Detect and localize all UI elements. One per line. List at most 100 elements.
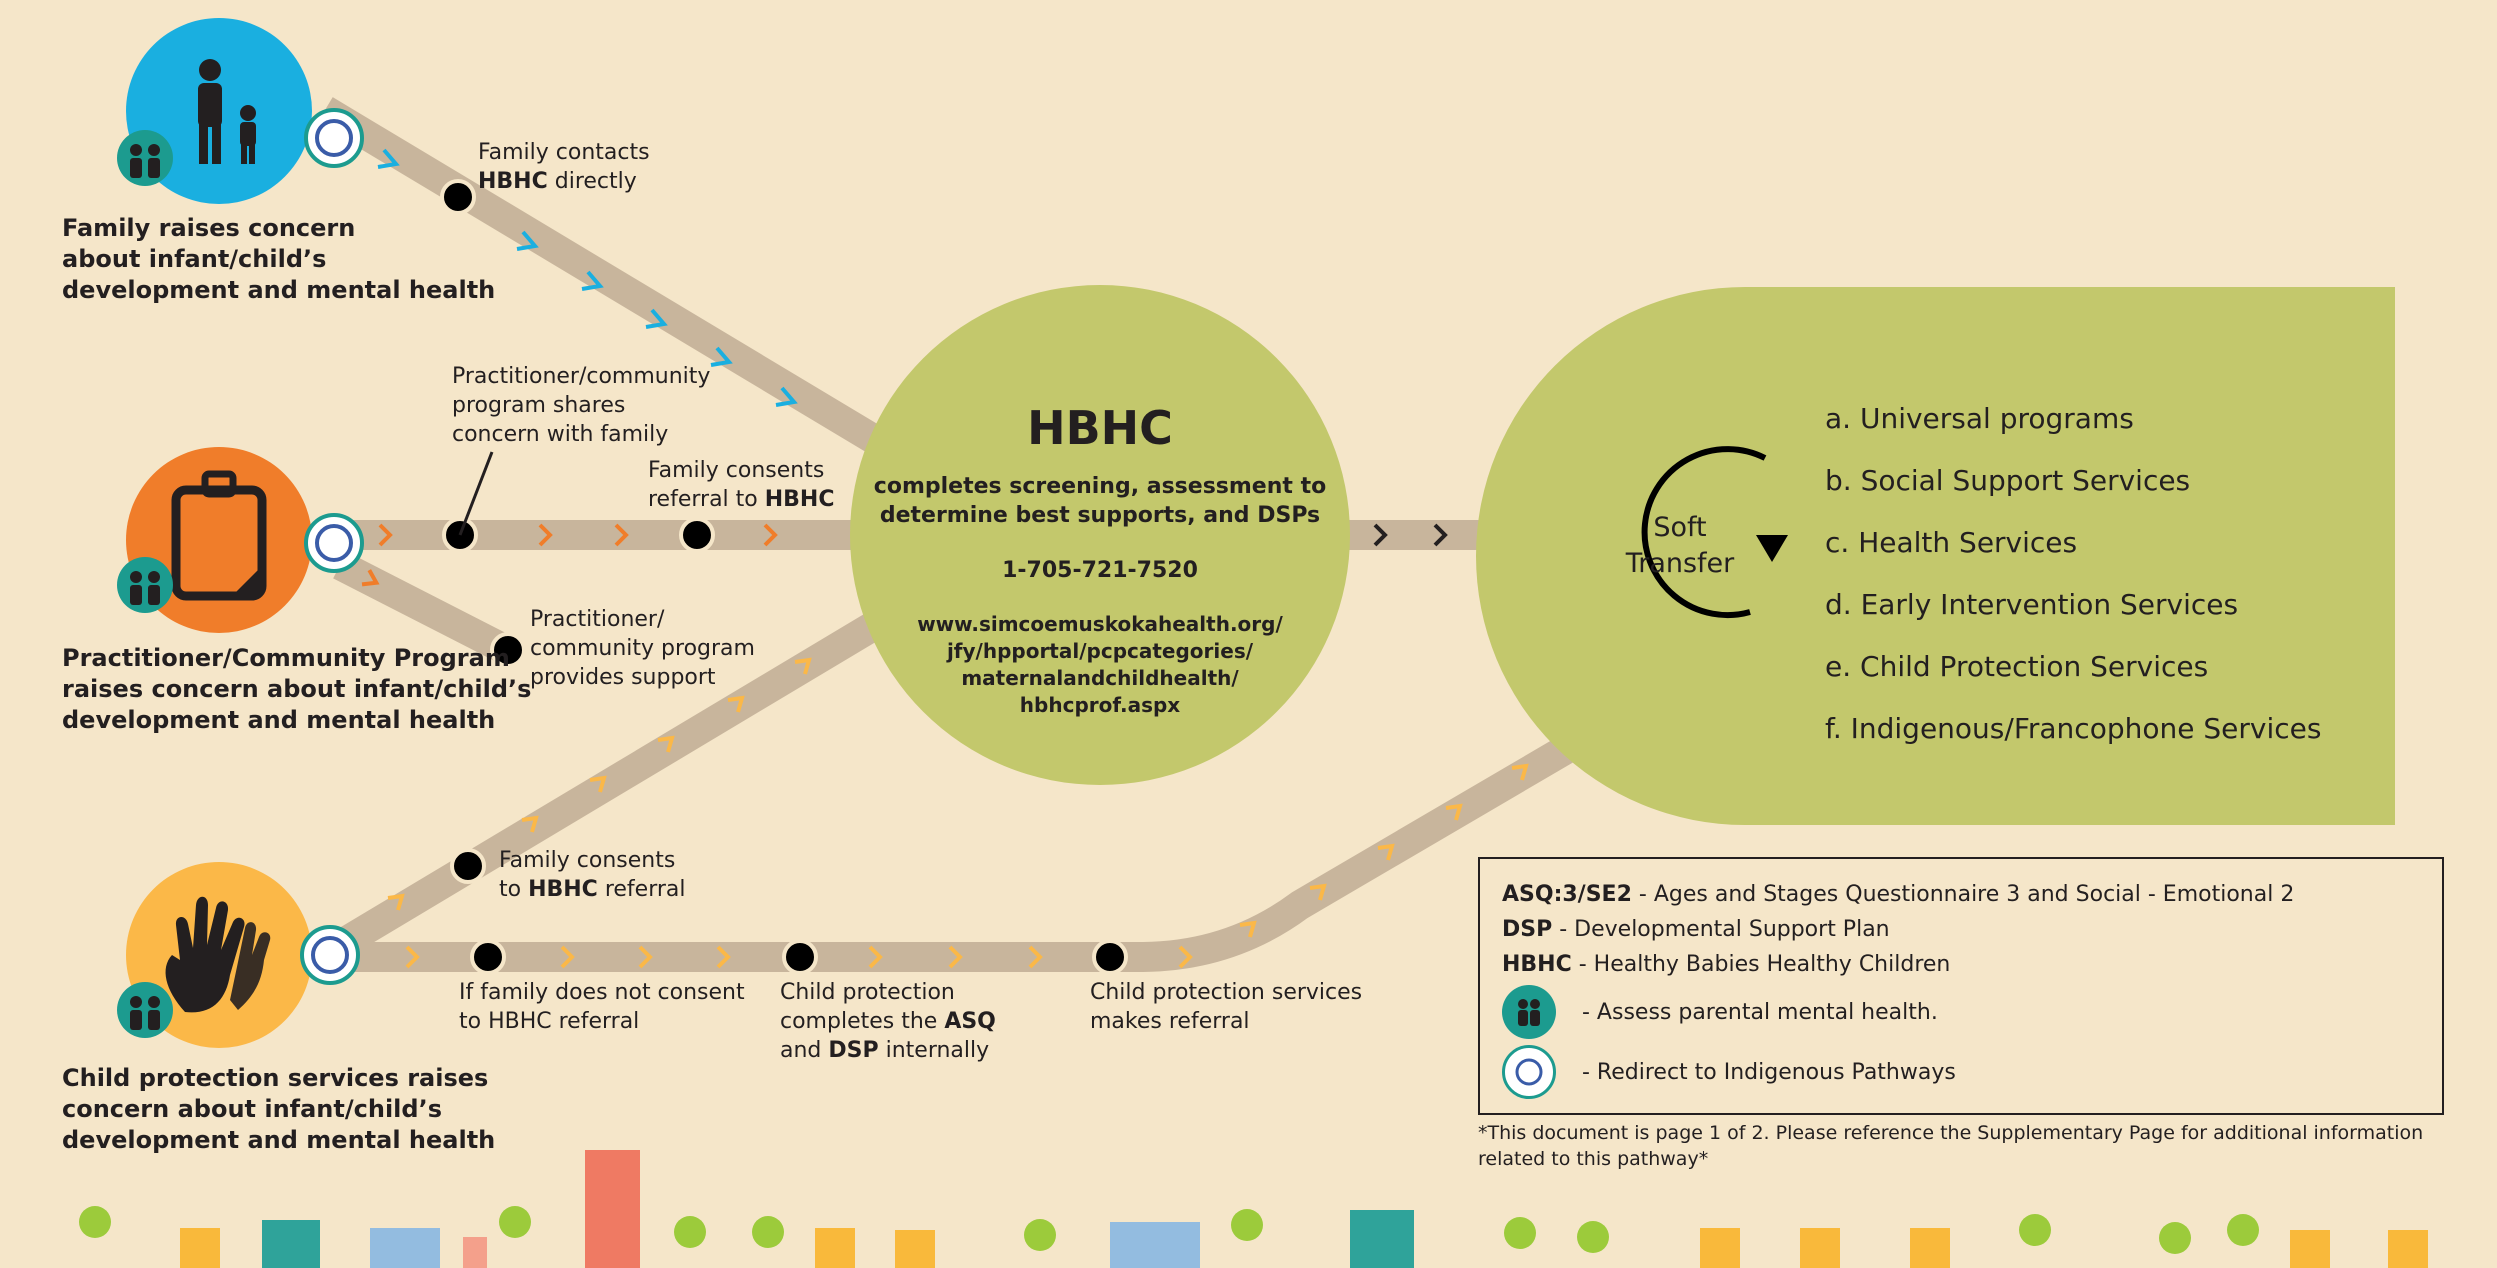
text-fragment: to: [499, 877, 529, 902]
indigenous-seal-icon: [1502, 1045, 1556, 1099]
dot-no-consent: [470, 939, 506, 975]
bold-term: ASQ: [944, 1009, 996, 1034]
step-shares-concern: Practitioner/community program shares co…: [452, 362, 710, 449]
text-line: HBHC directly: [478, 167, 650, 196]
hbhc-phone: 1-705-721-7520: [1002, 558, 1198, 583]
text-line: Practitioner/community: [452, 364, 711, 389]
parent-child-icon: [198, 59, 256, 164]
text-line: completes screening, assessment to: [873, 474, 1327, 499]
legend-asq: ASQ:3/SE2 - Ages and Stages Questionnair…: [1502, 877, 2420, 912]
text-line: Practitioner/: [530, 607, 665, 632]
hbhc-circle: [850, 285, 1350, 785]
legend-indigenous: - Redirect to Indigenous Pathways: [1502, 1042, 2420, 1102]
text-fragment: referral: [597, 877, 686, 902]
town-skyline: [79, 1150, 2428, 1268]
text-line: about infant/child’s: [62, 245, 327, 273]
text-line: maternalandchildhealth/: [961, 666, 1239, 690]
text-line: development and mental health: [62, 706, 496, 734]
text-line: Family consents: [499, 848, 676, 873]
soft-transfer-label: Soft Transfer: [1620, 510, 1740, 582]
hbhc-url-link[interactable]: www.simcoemuskokahealth.org/ jfy/hpporta…: [860, 611, 1340, 719]
text-line: program shares: [452, 393, 626, 418]
step-dots: [440, 179, 1128, 975]
text-line: jfy/hpportal/pcpcategories/: [946, 639, 1254, 663]
legend-dsp: DSP - Developmental Support Plan: [1502, 912, 2420, 947]
service-item: b. Social Support Services: [1825, 464, 2191, 497]
text-line: raises concern about infant/child’s: [62, 675, 532, 703]
soft-transfer-arrow: [1641, 446, 1788, 619]
text-fragment: directly: [547, 169, 637, 194]
child-protection-icon-circle: [126, 862, 312, 1048]
parental-mental-health-icon: [117, 557, 173, 613]
dot-family-contacts: [440, 179, 476, 215]
text-line: Child protection: [780, 980, 955, 1005]
bold-term: HBHC: [528, 877, 598, 902]
legend-box: ASQ:3/SE2 - Ages and Stages Questionnair…: [1478, 857, 2444, 1115]
text-line: community program: [530, 636, 755, 661]
dot-cp-family-consents: [450, 848, 486, 884]
service-item: d. Early Intervention Services: [1825, 588, 2239, 621]
text-fragment: internally: [878, 1038, 990, 1063]
bold-term: ASQ:3/SE2: [1502, 882, 1632, 907]
legend-hbhc: HBHC - Healthy Babies Healthy Children: [1502, 947, 2420, 982]
source-child-protection-label: Child protection services raises concern…: [62, 1063, 495, 1156]
dot-cp-makes-referral: [1092, 939, 1128, 975]
text-line: Family raises concern: [62, 214, 356, 242]
text-line: concern with family: [452, 422, 669, 447]
hands-icon: [165, 896, 271, 1013]
text-line: completes the ASQ: [780, 1007, 996, 1036]
text-line: Family consents: [648, 458, 825, 483]
bold-term: DSP: [828, 1038, 879, 1063]
bold-term: HBHC: [1502, 952, 1572, 977]
bold-term: HBHC: [478, 169, 548, 194]
text-line: development and mental health: [62, 276, 496, 304]
hbhc-content: HBHC completes screening, assessment to …: [860, 400, 1340, 719]
service-item: e. Child Protection Services: [1825, 650, 2209, 683]
chevrons-family: [377, 148, 798, 407]
text-line: hbhcprof.aspx: [1019, 693, 1181, 717]
source-family-label: Family raises concern about infant/child…: [62, 213, 495, 306]
indigenous-seal-icon: [304, 513, 364, 573]
service-item: a. Universal programs: [1825, 402, 2134, 435]
text-line: Soft: [1653, 512, 1707, 543]
dot-provides-support: [490, 632, 526, 668]
pathway-tracks: [317, 97, 1658, 972]
text-line: determine best supports, and DSPs: [879, 503, 1321, 528]
footnote: *This document is page 1 of 2. Please re…: [1478, 1122, 2424, 1170]
track-cp-right: [340, 687, 1658, 972]
text-line: If family does not consent: [459, 980, 745, 1005]
legend-indigenous-text: - Redirect to Indigenous Pathways: [1582, 1059, 1956, 1085]
text-fragment: completes the: [780, 1009, 945, 1034]
step-family-contacts: Family contacts HBHC directly: [478, 138, 650, 196]
source-practitioner-label: Practitioner/Community Program raises co…: [62, 643, 531, 736]
legend-parental: - Assess parental mental health.: [1502, 982, 2420, 1042]
service-item: f. Indigenous/Francophone Services: [1825, 712, 2322, 745]
dot-cp-completes: [782, 939, 818, 975]
text-line: Child protection services: [1090, 980, 1363, 1005]
parental-mental-health-icon: [117, 130, 173, 186]
services-list: a. Universal programs b. Social Support …: [1825, 388, 2321, 760]
service-item: c. Health Services: [1825, 526, 2078, 559]
legend-parental-text: - Assess parental mental health.: [1582, 999, 1938, 1025]
text-line: Child protection services raises: [62, 1064, 489, 1092]
text-line: Transfer: [1625, 548, 1735, 579]
text-line: Family contacts: [478, 140, 650, 165]
text-line: Practitioner/Community Program: [62, 644, 510, 672]
text-line: development and mental health: [62, 1126, 496, 1154]
text-line: concern about infant/child’s: [62, 1095, 442, 1123]
bold-term: HBHC: [764, 487, 835, 512]
legend-definition: - Developmental Support Plan: [1552, 917, 1890, 942]
step-cp-completes: Child protection completes the ASQ and D…: [780, 978, 996, 1065]
chevrons-practitioner: [361, 523, 778, 587]
step-no-consent: If family does not consent to HBHC refer…: [459, 978, 745, 1036]
text-line: provides support: [530, 665, 716, 690]
hbhc-description: completes screening, assessment to deter…: [860, 472, 1340, 530]
text-line: www.simcoemuskokahealth.org/: [917, 612, 1283, 636]
step-cp-makes-referral: Child protection services makes referral: [1090, 978, 1362, 1036]
text-fragment: and: [780, 1038, 829, 1063]
step-provides-support: Practitioner/ community program provides…: [530, 605, 755, 692]
indigenous-seal-icon: [300, 925, 360, 985]
pointer-line: [458, 451, 494, 536]
text-line: to HBHC referral: [499, 875, 686, 904]
